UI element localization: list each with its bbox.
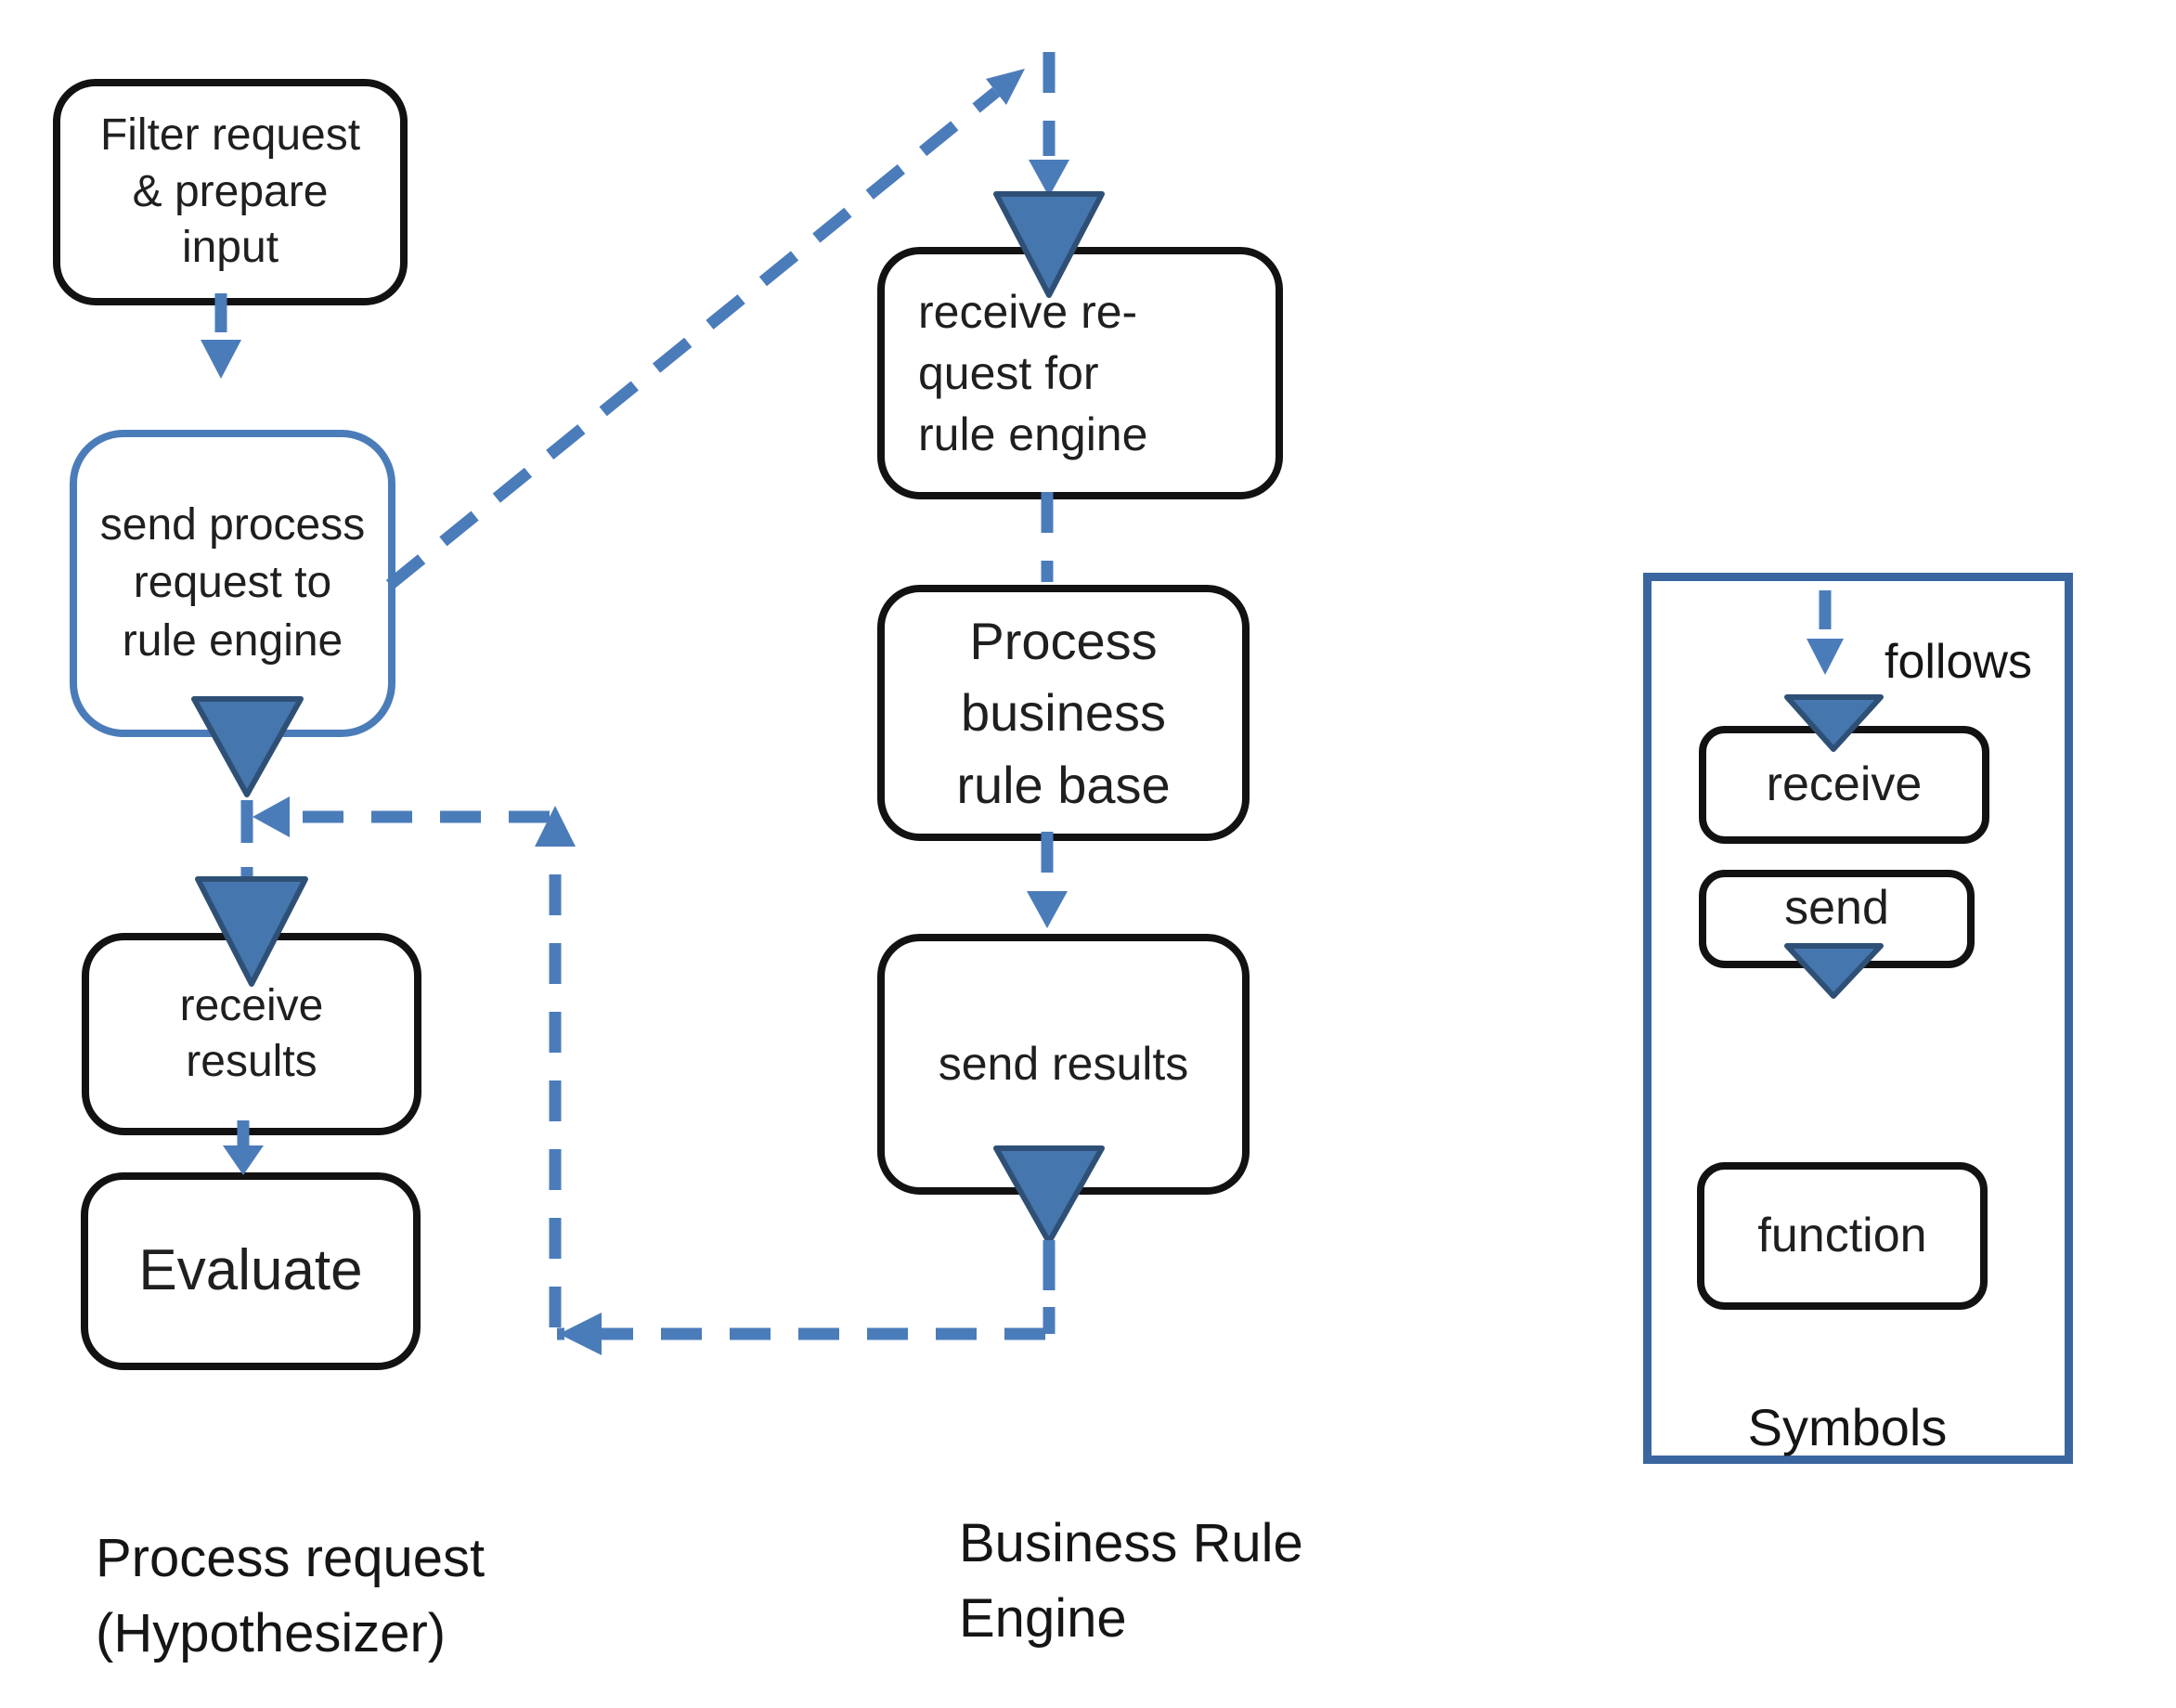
evaluate-node: Evaluate bbox=[81, 1172, 421, 1370]
hypothesizer-column-label: Process request (Hypothesizer) bbox=[96, 1528, 486, 1664]
arrow-process-to-send bbox=[1027, 832, 1068, 928]
legend-send-node: send bbox=[1699, 870, 1975, 968]
down-arrowhead-icon bbox=[201, 340, 241, 379]
receive-results-node: receive results bbox=[82, 933, 421, 1135]
arrow-filter-to-send bbox=[201, 293, 241, 379]
up-arrowhead-icon bbox=[535, 806, 576, 847]
legend-follows-label: follows bbox=[1885, 635, 2032, 689]
down-arrowhead-icon bbox=[1029, 160, 1069, 197]
symbols-legend bbox=[1643, 573, 2073, 1464]
down-arrowhead-icon bbox=[223, 1145, 264, 1175]
up-right-arrowhead-icon bbox=[986, 69, 1025, 105]
legend-title: Symbols bbox=[1747, 1398, 1948, 1456]
down-arrowhead-icon bbox=[1027, 891, 1068, 928]
entry-line-rule-engine bbox=[1029, 52, 1069, 197]
process-rule-base-node: Process business rule base bbox=[877, 585, 1250, 841]
rule-engine-column-label: Business Rule Engine bbox=[959, 1513, 1303, 1650]
send-process-request-node: send process request to rule engine bbox=[70, 430, 395, 737]
left-arrowhead-icon bbox=[559, 1313, 602, 1355]
left-arrowhead-icon bbox=[253, 796, 290, 837]
legend-function-node: function bbox=[1697, 1162, 1988, 1310]
send-results-node: send results bbox=[877, 934, 1250, 1195]
filter-request-node: Filter request & prepare input bbox=[53, 79, 408, 305]
receive-request-node: receive re- quest for rule engine bbox=[877, 247, 1283, 499]
legend-receive-node: receive bbox=[1699, 726, 1989, 844]
